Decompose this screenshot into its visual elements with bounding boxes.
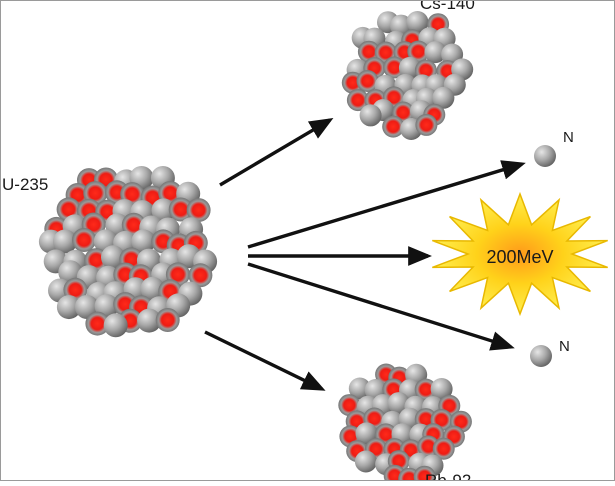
rubidium-nucleus [338, 363, 472, 486]
proton-sphere [414, 378, 437, 401]
neutron-sphere [387, 392, 410, 415]
neutron-sphere [432, 86, 455, 109]
uranium-label: U-235 [2, 175, 48, 194]
neutron-sphere [101, 245, 125, 270]
energy-burst-star [432, 191, 608, 317]
arrow-to-rubidium [204, 330, 326, 391]
proton-sphere [155, 308, 180, 332]
proton-sphere [432, 437, 455, 460]
neutron-label-bottom: N [559, 338, 570, 355]
reaction-arrows [204, 117, 526, 391]
proton-sphere [168, 197, 193, 222]
neutron-sphere [406, 11, 429, 33]
neutron-sphere [354, 450, 377, 473]
neutron-label-top: N [563, 129, 574, 146]
energy-label: 200MeV [486, 247, 553, 267]
proton-sphere [188, 263, 213, 288]
arrow-to-neutron-top [247, 160, 526, 249]
arrow-to-neutron-bottom [247, 262, 515, 351]
neutron-sphere [151, 198, 176, 223]
cesium-label: Cs-140 [420, 0, 475, 13]
proton-sphere [415, 113, 438, 136]
neutron-sphere [140, 276, 165, 301]
proton-sphere [186, 198, 211, 223]
neutron-sphere [348, 377, 371, 400]
proton-sphere [407, 40, 430, 63]
neutron-sphere [137, 308, 162, 333]
arrow-to-cesium [219, 117, 334, 187]
proton-sphere [72, 228, 96, 252]
uranium-nucleus [38, 166, 218, 338]
neutron-sphere [56, 295, 81, 320]
proton-sphere [382, 115, 405, 138]
neutron-sphere [53, 229, 77, 254]
neutron-sphere [359, 104, 382, 127]
cesium-nucleus [341, 11, 474, 140]
neutron-icon [534, 145, 556, 167]
energy-burst: 200MeV [432, 191, 608, 317]
free-neutron-bottom: N [530, 338, 570, 367]
neutron-icon [530, 345, 552, 367]
proton-sphere [356, 70, 379, 92]
free-neutron-top: N [534, 129, 574, 167]
neutron-sphere [424, 41, 447, 64]
proton-sphere [346, 89, 369, 112]
neutron-sphere [103, 313, 128, 338]
neutron-sphere [430, 378, 453, 400]
rubidium-label: Rb-92 [425, 471, 471, 481]
neutron-sphere [131, 229, 156, 254]
proton-sphere [383, 56, 406, 79]
proton-sphere [85, 311, 110, 336]
